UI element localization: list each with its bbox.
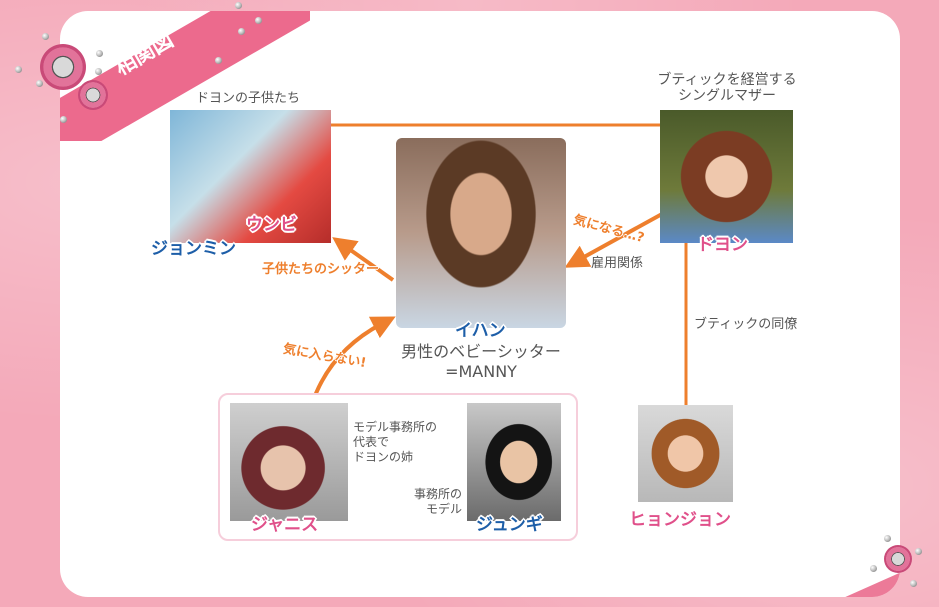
gem-icon	[915, 548, 922, 555]
name-doyon: ドヨン	[697, 235, 748, 255]
janice-description-line3: ドヨンの姉	[353, 450, 414, 464]
name-ihan: イハン	[455, 321, 506, 341]
ihan-description-line2: =MANNY	[445, 362, 517, 381]
name-jungi: ジュンギ	[476, 515, 543, 535]
ihan-photo	[396, 138, 566, 328]
gem-icon	[95, 68, 102, 75]
gem-icon	[15, 66, 22, 73]
janice-description-line1: モデル事務所の	[353, 420, 438, 434]
janice-photo	[230, 403, 348, 521]
gem-icon	[42, 33, 49, 40]
flower-icon	[884, 545, 912, 573]
janice-description: モデル事務所の 代表で ドヨンの姉	[353, 420, 437, 465]
gem-icon	[884, 535, 891, 542]
gem-icon	[215, 57, 222, 64]
gem-icon	[238, 28, 245, 35]
jungi-description-line2: モデル	[425, 502, 462, 516]
gem-icon	[870, 565, 877, 572]
gem-icon	[36, 80, 43, 87]
relation-kids-sitter: 子供たちのシッター	[262, 262, 380, 277]
gem-icon	[60, 116, 67, 123]
name-unbi: ウンビ	[246, 215, 297, 235]
flower-icon	[78, 80, 108, 110]
jungi-description-line1: 事務所の	[413, 487, 462, 501]
gem-icon	[235, 2, 242, 9]
ihan-description: 男性のベビーシッター =MANNY	[396, 342, 566, 382]
name-janice: ジャニス	[251, 515, 319, 535]
kids-caption: ドヨンの子供たち	[196, 91, 301, 106]
doyon-caption: ブティックを経営する シングルマザー	[640, 72, 814, 104]
janice-description-line2: 代表で	[353, 435, 390, 449]
jungi-description: 事務所の モデル	[404, 487, 462, 517]
name-hyonjon: ヒョンジョン	[629, 510, 731, 530]
doyon-photo	[660, 110, 793, 243]
gem-icon	[96, 50, 103, 57]
doyon-caption-line1: ブティックを経営する	[657, 72, 797, 88]
gem-icon	[255, 17, 262, 24]
kids-photo	[170, 110, 331, 243]
relation-boutique-colleague: ブティックの同僚	[694, 317, 798, 332]
flower-icon	[40, 44, 86, 90]
jungi-photo	[467, 403, 561, 521]
doyon-caption-line2: シングルマザー	[678, 88, 776, 104]
relation-employment: 雇用関係	[591, 256, 644, 271]
name-jonmin: ジョンミン	[151, 239, 236, 259]
gem-icon	[910, 580, 917, 587]
ihan-description-line1: 男性のベビーシッター	[401, 342, 561, 361]
hyonjon-photo	[638, 405, 733, 502]
